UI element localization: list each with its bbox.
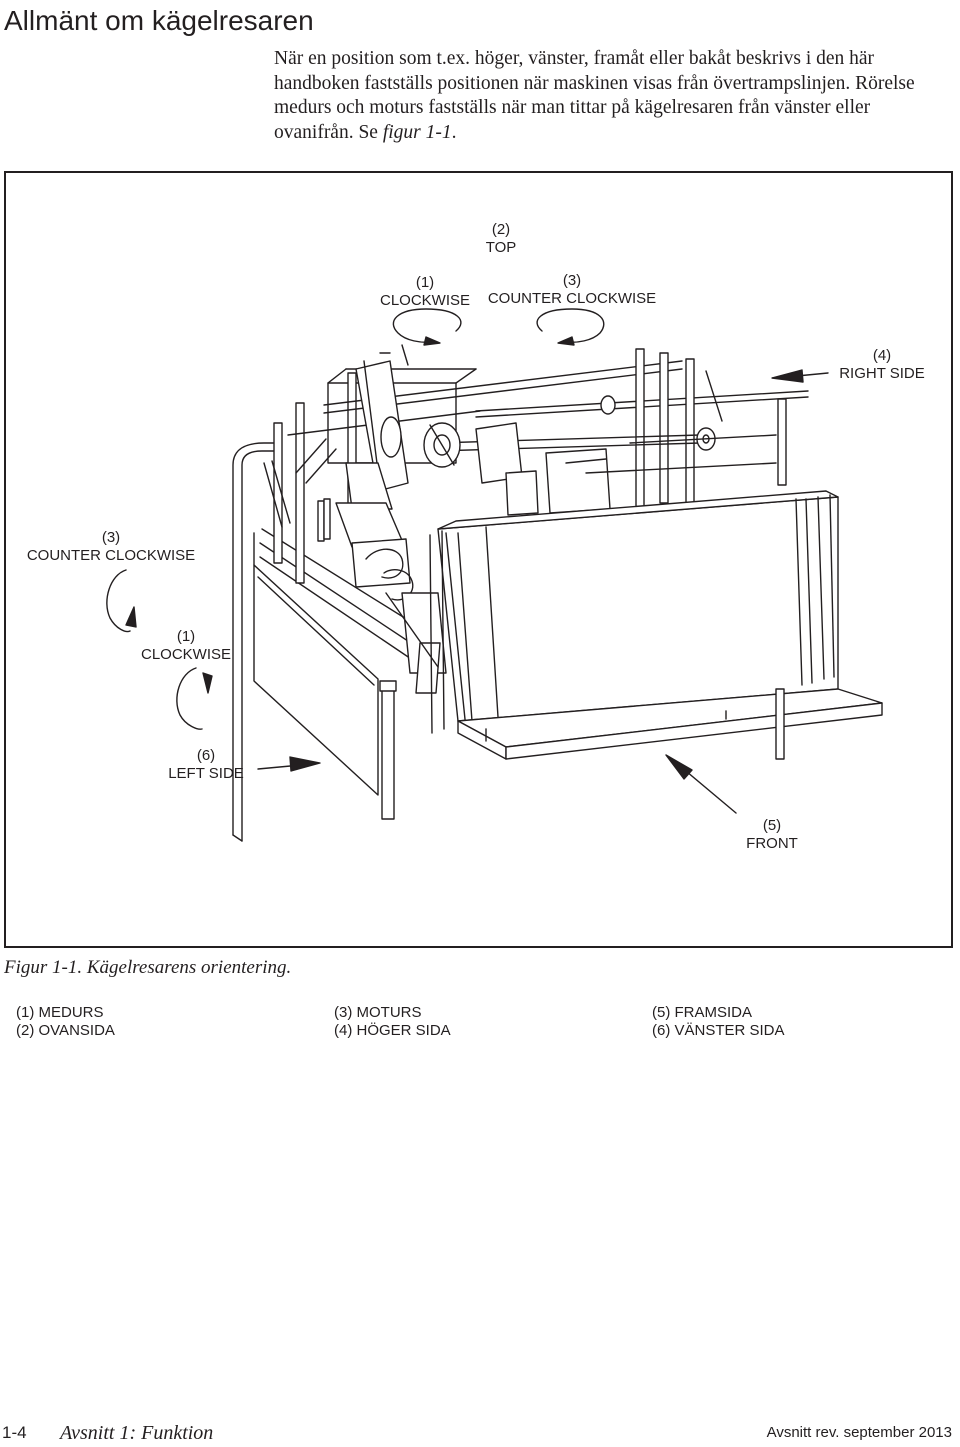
callout-clockwise-top-label: CLOCKWISE xyxy=(379,292,470,309)
intro-paragraph: När en position som t.ex. höger, vänster… xyxy=(274,47,954,145)
section-name: Avsnitt 1: Funktion xyxy=(60,1422,214,1444)
figure-frame: (2) TOP (1) CLOCKWISE (3) COUNTER CLOCKW… xyxy=(4,171,953,948)
callout-clockwise-top-number: (1) xyxy=(415,274,435,291)
callout-clockwise-top: (1) CLOCKWISE xyxy=(370,274,480,310)
legend-item: (5) FRAMSIDA xyxy=(652,1004,753,1021)
callout-clockwise-left: (1) CLOCKWISE xyxy=(134,628,238,664)
legend-item: (2) OVANSIDA xyxy=(16,1022,115,1039)
figure-reference: figur 1-1 xyxy=(382,121,452,143)
callout-left-side-label: LEFT SIDE xyxy=(168,765,244,782)
callout-counter-clockwise-left-number: (3) xyxy=(101,529,121,546)
counter-clockwise-rotation-arrow-left xyxy=(106,569,137,633)
callout-top-label: TOP xyxy=(485,239,517,256)
intro-text: När en position som t.ex. höger, vänster… xyxy=(274,48,915,143)
callout-counter-clockwise-top-number: (3) xyxy=(562,272,582,289)
clockwise-rotation-arrow-top xyxy=(392,308,462,346)
callout-top: (2) TOP xyxy=(471,221,531,257)
figure-caption: Figur 1-1. Kägelresarens orientering. xyxy=(4,957,292,978)
right-side-pointer-arrow xyxy=(771,369,829,383)
callout-left-side-number: (6) xyxy=(196,747,216,764)
callout-top-number: (2) xyxy=(491,221,511,238)
callout-right-side: (4) RIGHT SIDE xyxy=(832,347,932,383)
callout-right-side-number: (4) xyxy=(872,347,892,364)
callout-front: (5) FRONT xyxy=(740,817,804,853)
clockwise-rotation-arrow-left xyxy=(176,667,213,730)
callout-counter-clockwise-top: (3) COUNTER CLOCKWISE xyxy=(486,272,658,308)
page-title: Allmänt om kägelresaren xyxy=(4,5,314,36)
legend-item: (4) HÖGER SIDA xyxy=(334,1022,451,1039)
legend-item: (6) VÄNSTER SIDA xyxy=(652,1022,785,1039)
callout-front-number: (5) xyxy=(762,817,782,834)
callout-clockwise-left-number: (1) xyxy=(176,628,196,645)
callout-front-label: FRONT xyxy=(746,835,798,852)
callout-counter-clockwise-left-label: COUNTER CLOCKWISE xyxy=(26,547,196,564)
left-side-pointer-arrow xyxy=(257,756,321,772)
callout-clockwise-left-label: CLOCKWISE xyxy=(140,646,231,663)
callout-right-side-label: RIGHT SIDE xyxy=(839,365,925,382)
pinsetter-machine-drawing xyxy=(232,344,883,842)
callout-left-side: (6) LEFT SIDE xyxy=(160,747,252,783)
legend-item: (1) MEDURS xyxy=(16,1004,104,1021)
callout-counter-clockwise-top-label: COUNTER CLOCKWISE xyxy=(487,290,657,307)
revision-note: Avsnitt rev. september 2013 xyxy=(766,1424,952,1441)
legend-item: (3) MOTURS xyxy=(334,1004,422,1021)
page-number: 1-4 xyxy=(2,1423,27,1442)
intro-end: . xyxy=(451,121,457,143)
counter-clockwise-rotation-arrow-top xyxy=(536,308,605,346)
pinsetter-illustration xyxy=(106,308,883,842)
front-pointer-arrow xyxy=(665,754,737,814)
callout-counter-clockwise-left: (3) COUNTER CLOCKWISE xyxy=(24,529,198,565)
